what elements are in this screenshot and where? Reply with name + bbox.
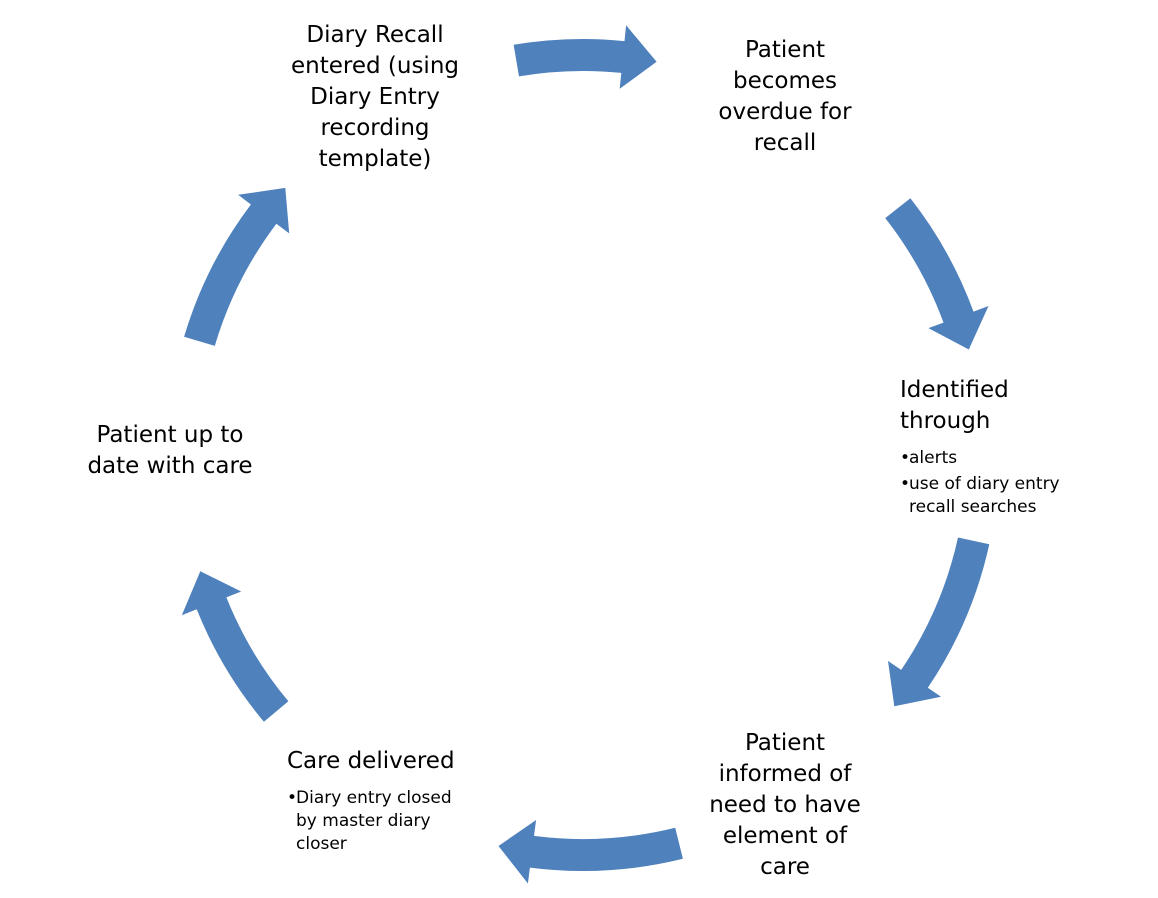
overdue-line-2: becomes: [732, 68, 837, 94]
diary-recall-line-5: template): [318, 146, 432, 172]
diary-recall-line-2: entered (using: [290, 53, 459, 79]
node-overdue: Patient becomes overdue for recall: [700, 35, 870, 159]
arrow-recall-to-overdue: [513, 25, 657, 89]
identified-bullets: alerts use of diary entry recall searche…: [900, 447, 1100, 519]
informed-line-5: care: [760, 854, 810, 880]
care-delivered-bullets: Diary entry closed by master diary close…: [287, 787, 487, 856]
overdue-line-3: overdue for: [718, 99, 852, 125]
arrow-up-to-date-to-recall: [184, 187, 290, 346]
arrow-identified-to-informed: [888, 537, 990, 707]
up-to-date-line-1: Patient up to: [96, 422, 244, 448]
informed-line-3: need to have: [709, 792, 861, 818]
diary-recall-line-1: Diary Recall: [306, 22, 444, 48]
informed-line-4: element of: [722, 823, 848, 849]
informed-line-1: Patient: [744, 730, 826, 756]
identified-bullet-alerts: alerts: [900, 447, 1100, 470]
node-identified: Identified through alerts use of diary e…: [900, 375, 1100, 522]
arrow-informed-to-care-delivered: [498, 820, 683, 884]
care-delivered-bullet-closed: Diary entry closed by master diary close…: [287, 787, 487, 856]
overdue-line-4: recall: [753, 130, 817, 156]
node-informed: Patient informed of need to have element…: [695, 728, 875, 883]
node-up-to-date: Patient up to date with care: [80, 420, 260, 482]
arrow-overdue-to-identified: [885, 198, 989, 350]
informed-line-2: informed of: [718, 761, 852, 787]
identified-bullet-searches: use of diary entry recall searches: [900, 473, 1100, 519]
up-to-date-line-2: date with care: [87, 453, 253, 479]
care-delivered-line-1: Care delivered: [287, 748, 455, 774]
identified-line-1: Identified: [900, 377, 1009, 403]
overdue-line-1: Patient: [744, 37, 826, 63]
arrow-care-delivered-to-up-to-date: [181, 571, 289, 722]
node-diary-recall: Diary Recall entered (using Diary Entry …: [290, 20, 460, 175]
diary-recall-line-3: Diary Entry: [310, 84, 440, 110]
identified-line-2: through: [900, 408, 991, 434]
node-care-delivered: Care delivered Diary entry closed by mas…: [287, 746, 487, 859]
diary-recall-line-4: recording: [320, 115, 430, 141]
